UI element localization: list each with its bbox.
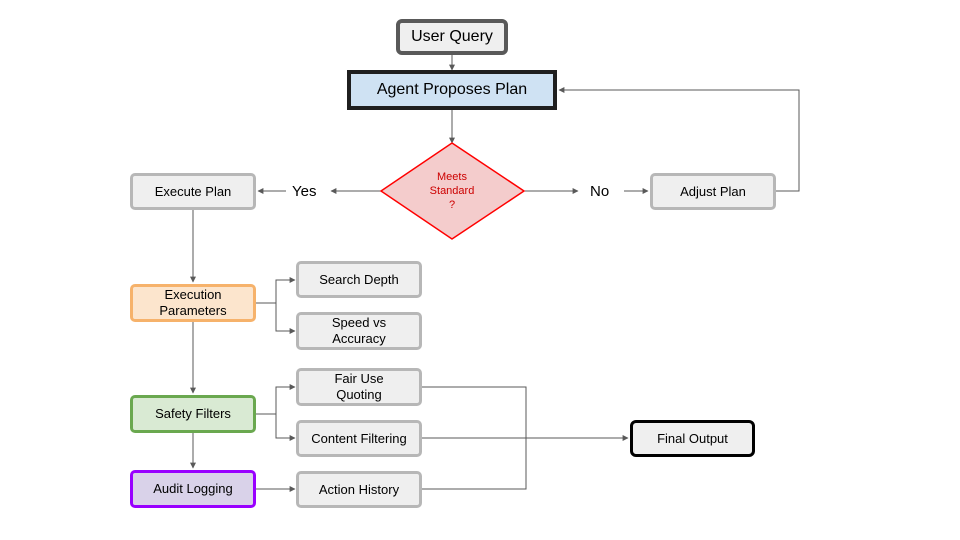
search-depth-node: Search Depth — [296, 261, 422, 298]
edge-adjust-to-agent — [558, 87, 800, 192]
speed-vs-accuracy-line-1: Speed vs — [331, 315, 387, 331]
edge-params-to-speed — [275, 303, 296, 334]
speed-vs-accuracy-line-2: Accuracy — [332, 331, 386, 346]
action-history-node: Action History — [296, 471, 422, 508]
edge-label-no: No — [590, 183, 610, 200]
fair-use-quoting-line-1: Fair Use — [334, 371, 384, 387]
edge-safety-to-content — [275, 414, 296, 441]
content-filtering-label: Content Filtering — [311, 430, 407, 446]
audit-logging-node: Audit Logging — [130, 470, 256, 508]
user-query-node: User Query — [396, 19, 508, 55]
final-output-label: Final Output — [657, 430, 728, 446]
action-history-label: Action History — [318, 481, 400, 497]
safety-filters-node: Safety Filters — [130, 395, 256, 433]
fair-use-quoting-line-2: Quoting — [336, 387, 382, 402]
user-query-label: User Query — [411, 28, 493, 46]
final-output-node: Final Output — [630, 420, 755, 457]
execute-plan-node: Execute Plan — [130, 173, 256, 210]
agent-proposes-plan-label: Agent Proposes Plan — [376, 81, 528, 99]
execution-parameters-line-2: Parameters — [159, 303, 227, 318]
content-filtering-node: Content Filtering — [296, 420, 422, 457]
decision-text: Meets Standard ? — [402, 168, 502, 214]
safety-filters-label: Safety Filters — [155, 406, 231, 422]
edge-safety-to-fairuse — [256, 384, 296, 415]
decision-line-1: Meets — [437, 170, 467, 183]
adjust-plan-node: Adjust Plan — [650, 173, 776, 210]
agent-proposes-plan-node: Agent Proposes Plan — [347, 70, 557, 110]
adjust-plan-label: Adjust Plan — [680, 183, 746, 199]
edge-params-to-search — [256, 277, 296, 304]
execution-parameters-node: Execution Parameters — [130, 284, 256, 322]
execution-parameters-line-1: Execution — [164, 287, 222, 303]
fair-use-quoting-node: Fair Use Quoting — [296, 368, 422, 406]
audit-logging-label: Audit Logging — [153, 481, 233, 497]
speed-vs-accuracy-node: Speed vs Accuracy — [296, 312, 422, 350]
decision-line-2: Standard — [429, 184, 475, 197]
search-depth-label: Search Depth — [319, 271, 399, 287]
execute-plan-label: Execute Plan — [154, 183, 232, 199]
edge-label-yes: Yes — [292, 183, 317, 200]
decision-diamond — [379, 142, 526, 240]
decision-line-3: ? — [448, 199, 456, 212]
